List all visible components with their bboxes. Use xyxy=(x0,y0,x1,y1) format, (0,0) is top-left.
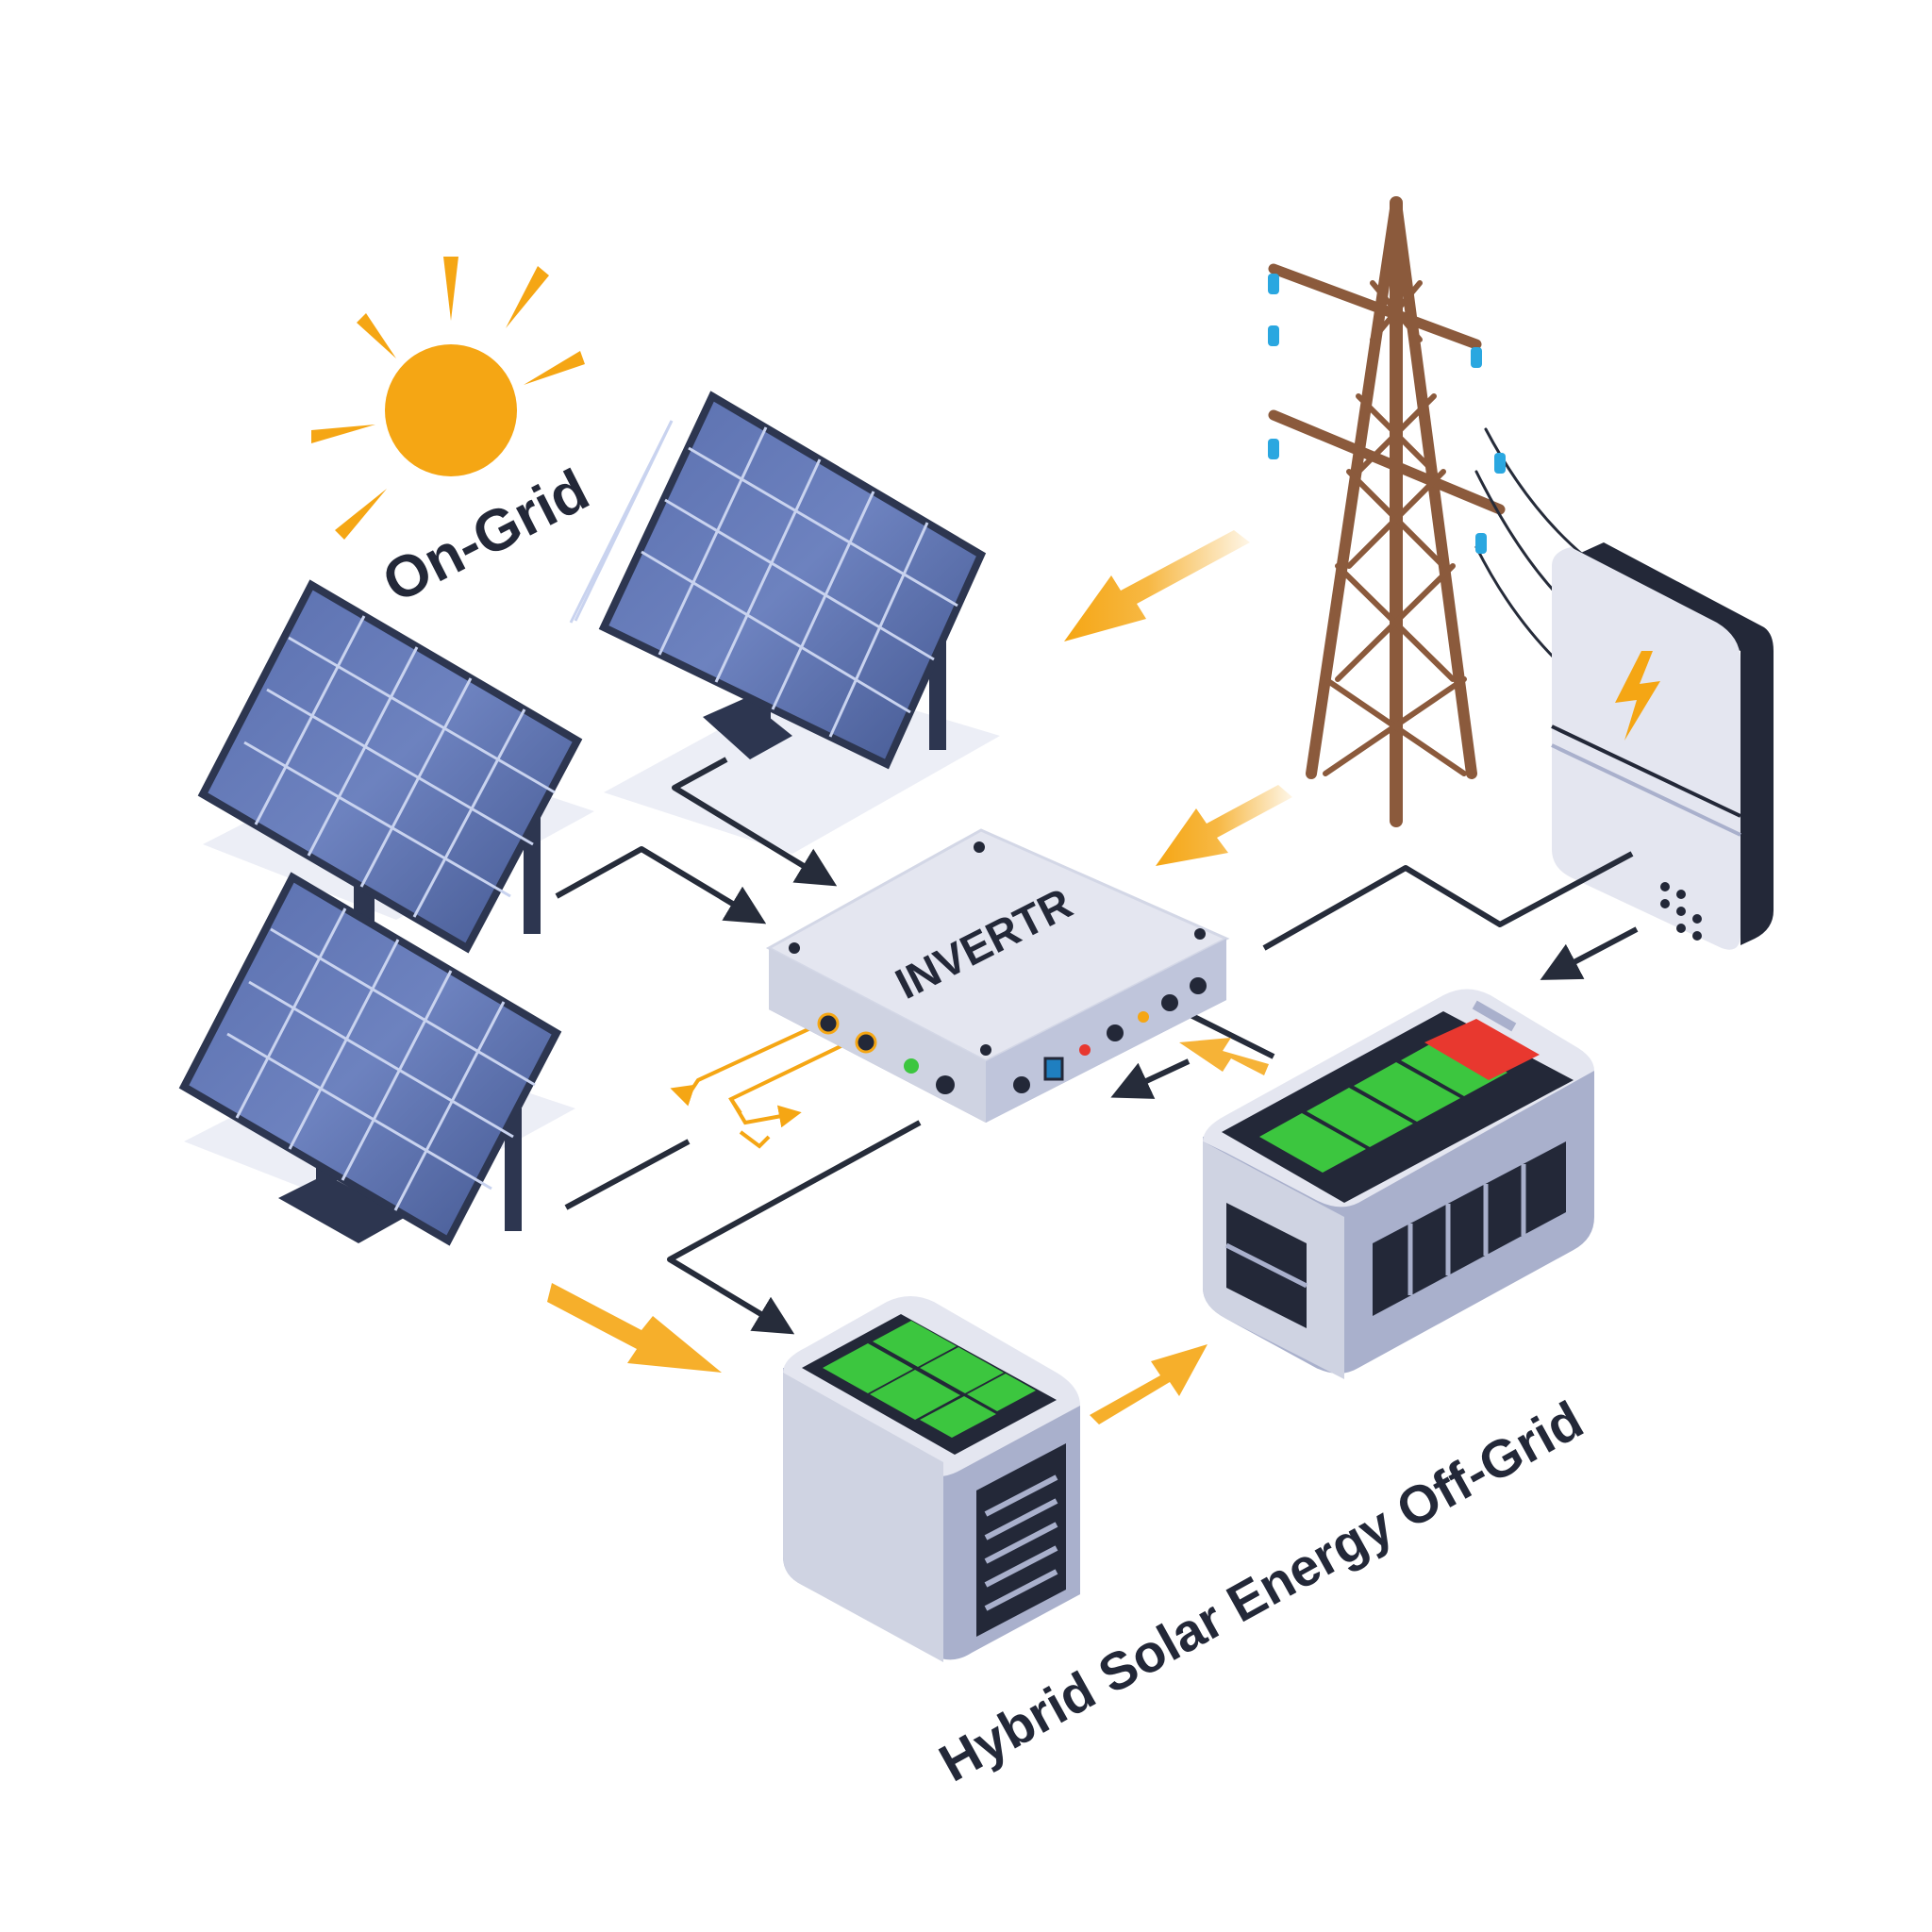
solar-panel-cells xyxy=(598,391,987,770)
solar-panel-cells xyxy=(197,579,583,954)
solar-panel-cells xyxy=(178,872,562,1246)
transmission-tower-icon xyxy=(1268,196,1587,827)
inverter-icon[interactable]: INVERTR xyxy=(765,828,1230,1123)
solar-panel-top xyxy=(569,391,1000,854)
flow-arrow-battery-to-inverter xyxy=(1179,1038,1269,1075)
wiring xyxy=(555,757,1639,1335)
flow-arrow-panels-to-storage xyxy=(547,1283,722,1373)
battery-charge-cells xyxy=(823,1321,1036,1438)
solar-panel-bottom xyxy=(178,872,575,1246)
flow-arrow-storage-to-battery xyxy=(1090,1344,1208,1424)
lightning-bolt-icon xyxy=(1615,651,1660,741)
flow-arrow-grid-to-inverter-1 xyxy=(1064,530,1250,641)
inverter-ports xyxy=(817,977,1207,1094)
flow-arrow-grid-to-inverter-2 xyxy=(1156,785,1292,866)
on-grid-label: On-Grid xyxy=(373,458,599,616)
battery-storage xyxy=(783,1296,1080,1662)
energy-flow-arrows xyxy=(547,530,1292,1424)
sun-icon xyxy=(311,257,585,540)
battery-main xyxy=(1203,989,1594,1379)
solar-panel-left xyxy=(197,579,594,954)
ac-output-wires xyxy=(670,1022,859,1149)
meter-vent xyxy=(1660,882,1702,941)
grid-meter-box xyxy=(1551,542,1774,950)
battery-charge-cells xyxy=(1259,1019,1540,1173)
insulators xyxy=(1268,274,1506,554)
